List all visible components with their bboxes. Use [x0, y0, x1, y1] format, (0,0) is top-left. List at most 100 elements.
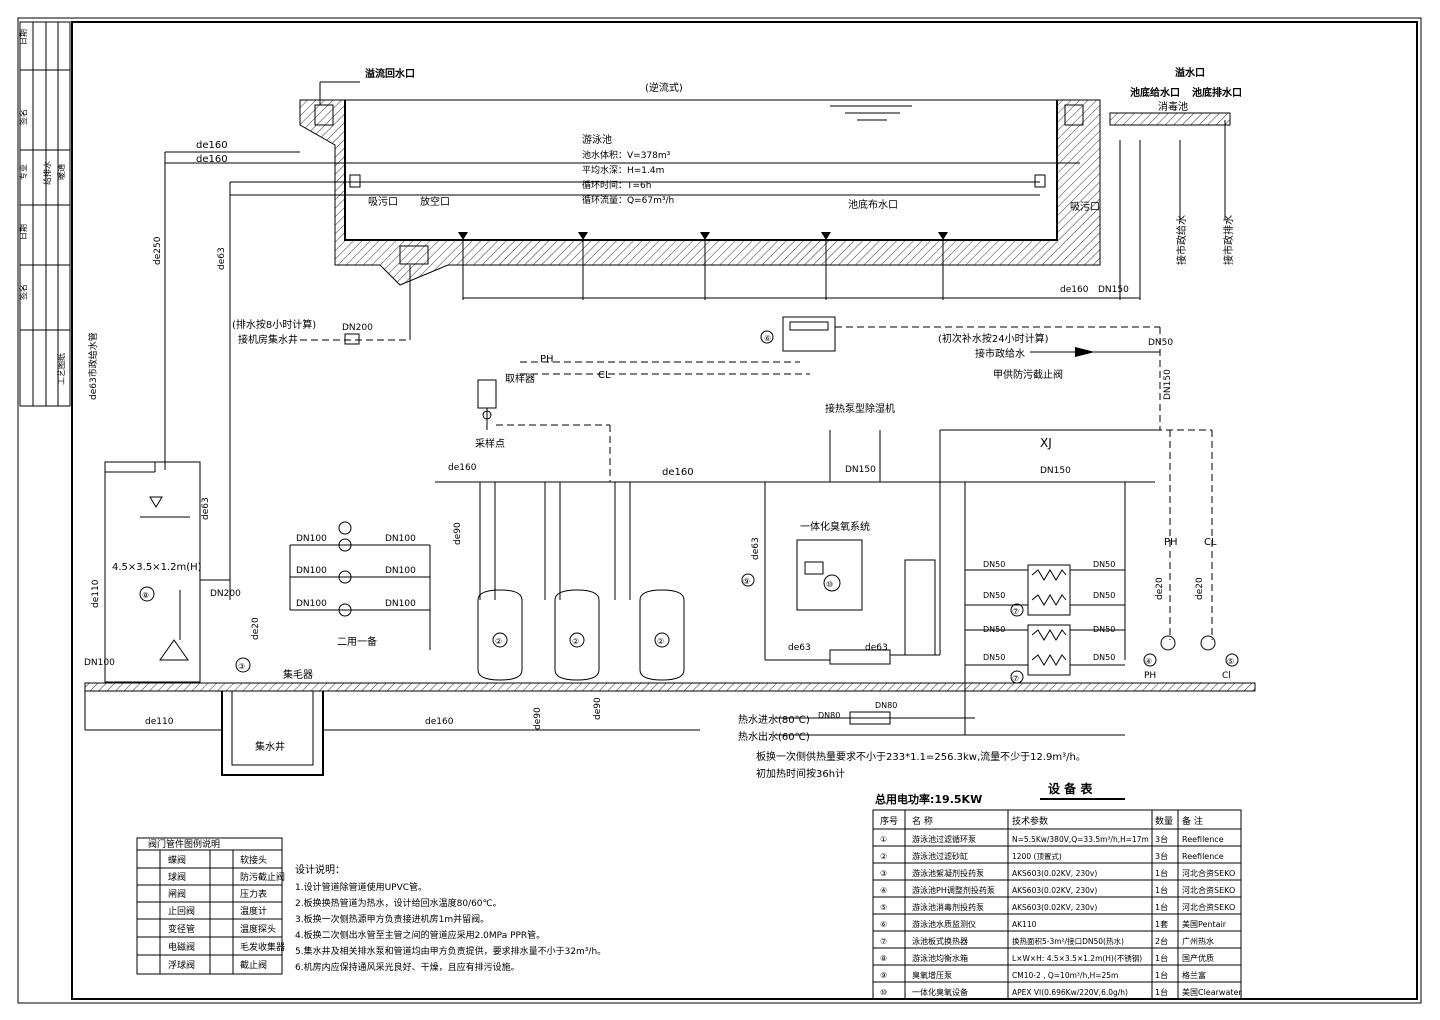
equipment-row-1-qty: 3台 [1155, 851, 1168, 861]
pipe-de160-b: de160 [196, 154, 228, 165]
pipe-de110-a: de110 [91, 579, 101, 608]
legend-3-b: 温度计 [240, 905, 267, 917]
equipment-row-8-note: 格兰富 [1182, 970, 1206, 980]
equipment-row-0-no: ① [880, 835, 887, 844]
equipment-row-5-no: ⑥ [880, 920, 887, 929]
total-power: 总用电功率:19.5KW [875, 792, 982, 806]
ph-pump [1160, 635, 1176, 651]
dn100-pump-1: DN100 [296, 534, 327, 544]
tank-size: 4.5×3.5×1.2m(H) [112, 562, 202, 573]
cl-line-label: CL [598, 370, 611, 381]
pipe-DN80-b: DN80 [875, 701, 897, 710]
sample-point-label: 采样点 [475, 437, 505, 450]
design-note-4: 5.集水井及相关排水泵和管道均由甲方负责提供，要求排水量不小于32m³/h。 [295, 945, 606, 957]
design-note-5: 6.机房内应保持通风采光良好、干燥，且应有排污设施。 [295, 961, 520, 973]
equipment-row-1-name: 游泳池过滤砂缸 [912, 851, 968, 861]
equipment-row-8-qty: 1台 [1155, 970, 1168, 980]
tb-cell-4: 暖通 [56, 164, 66, 180]
makeup-note: (初次补水按24小时计算) [938, 332, 1049, 345]
dn100-pump-6: DN100 [385, 599, 416, 609]
pipe-DN50: DN50 [1148, 338, 1173, 348]
pipe-de160-c: de160 [1060, 285, 1089, 295]
equipment-row-2-note: 河北合资SEKO [1182, 868, 1235, 878]
ph-pump-no: ④ [1145, 657, 1152, 666]
equipment-row-8-spec: CM10-2 , Q=10m³/h,H=25m [1012, 971, 1118, 980]
bottom-outlet-label: 池底布水口 [848, 198, 898, 211]
svg-text:⑥: ⑥ [764, 334, 771, 343]
pipe-de63-c: de63 [751, 537, 761, 560]
design-note-0: 1.设计管道除管道使用UPVC管。 [295, 881, 427, 893]
pool-param-2: 循环时间：T=6h [582, 179, 651, 191]
pool-param-1: 平均水深：H=1.4m [582, 164, 664, 176]
dn100-pump-5: DN100 [385, 566, 416, 576]
equipment-header-note: 备 注 [1182, 815, 1203, 827]
title-block: 日期 签名 专业 给排水 暖通 日期 签名 工艺图纸 [18, 21, 71, 407]
legend-2-b: 压力表 [240, 888, 267, 900]
legend-1-a: 球阀 [168, 871, 186, 883]
pipe-de90-c: de90 [593, 697, 603, 720]
disinfection-pool [1109, 112, 1231, 126]
equipment-row-6-name: 泳池板式换热器 [912, 936, 968, 946]
dn100-pump-2: DN100 [296, 566, 327, 576]
equipment-row-4-qty: 1台 [1155, 902, 1168, 912]
pipe-DN150-b: DN150 [1163, 369, 1173, 400]
overflow-return-label: 溢流回水口 [365, 67, 415, 80]
equipment-row-3-spec: AKS603(0.02KV, 230v) [1012, 886, 1097, 895]
hx-dn50-1: DN50 [983, 560, 1005, 569]
pipe-DN150-a: DN150 [1098, 285, 1129, 295]
sewer-label: 接市政排水 [1222, 215, 1235, 265]
equipment-row-5-spec: AK110 [1012, 920, 1037, 929]
pipe-de63-d: de63 [788, 643, 811, 653]
equipment-row-9-note: 美国Clearwater [1182, 987, 1242, 997]
legend-6-a: 浮球阀 [168, 959, 195, 971]
bottom-inlets [458, 232, 1140, 300]
equipment-row-1-no: ② [880, 852, 887, 861]
equipment-row-6-spec: 换热面积5-3m²/接口DN50(热水) [1012, 936, 1124, 946]
svg-text:⑦: ⑦ [1012, 607, 1019, 616]
equipment-row-3-no: ④ [880, 886, 887, 895]
pipe-DN150-c: DN150 [845, 465, 876, 475]
floor-slab [84, 682, 1256, 692]
pipe-de63-e: de63 [865, 643, 888, 653]
ozone-system: ⑩ ⑨ [741, 482, 941, 665]
sump-label: 集水井 [255, 740, 285, 753]
equipment-row-5-name: 游泳池水质监测仪 [912, 919, 976, 929]
equipment-header-spec: 技术参数 [1012, 815, 1048, 827]
equipment-table [872, 809, 1242, 1000]
equipment-row-4-name: 游泳池消毒剂投药泵 [912, 902, 984, 912]
hx-dn50-6: DN50 [1093, 625, 1115, 634]
equipment-row-7-qty: 1台 [1155, 953, 1168, 963]
equipment-row-7-no: ⑧ [880, 954, 887, 963]
hx-dn50-8: DN50 [1093, 653, 1115, 662]
hair-collector-label: 集毛器 [283, 668, 313, 681]
equipment-row-7-name: 游泳池均衡水箱 [912, 953, 968, 963]
inner-frame [71, 21, 1418, 1000]
cl-dosing-label: CL [1204, 537, 1217, 548]
bottom-drain-label: 池底排水口 [1192, 86, 1242, 99]
equipment-row-2-name: 游泳池絮凝剂投药泵 [912, 868, 984, 878]
equipment-row-4-no: ⑤ [880, 903, 887, 912]
pipe-DN80-a: DN80 [818, 711, 840, 720]
equipment-row-4-spec: AKS603(0.02KV, 230v) [1012, 903, 1097, 912]
flocculant-pump [235, 657, 251, 673]
equipment-row-0-name: 游泳池过滤循环泵 [912, 834, 976, 844]
pool-type: (逆流式) [645, 81, 683, 94]
tb-cell-6: 签名 [18, 284, 28, 300]
equipment-header-no: 序号 [880, 815, 898, 827]
equipment-row-6-note: 广州热水 [1182, 936, 1214, 946]
bottom-supply-label: 池底给水口 [1130, 86, 1180, 99]
design-note-3: 4.板换二次侧出水管至主管之间的管道应采用2.0MPa PPR管。 [295, 929, 545, 941]
legend-2-a: 闸阀 [168, 889, 186, 900]
equipment-row-8-no: ⑨ [880, 971, 887, 980]
pipe-DN100-a: DN100 [84, 658, 115, 668]
pipe-de160-a: de160 [196, 140, 228, 151]
pipe-de160-f: de160 [425, 717, 454, 727]
equipment-row-9-spec: APEX VI(0.696Kw/220V,6.0g/h) [1012, 988, 1128, 997]
disinfection-label: 消毒池 [1158, 100, 1188, 113]
equipment-header-qty: 数量 [1155, 815, 1173, 827]
ph-line-label: PH [540, 354, 554, 365]
sump-pit [221, 691, 324, 776]
equipment-row-0-qty: 3台 [1155, 834, 1168, 844]
